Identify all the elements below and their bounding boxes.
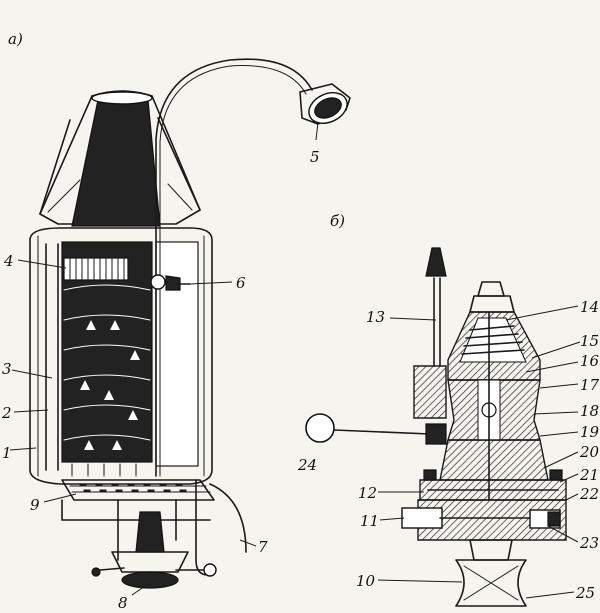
label-23: 23 xyxy=(579,534,599,552)
label-13: 13 xyxy=(366,308,385,326)
labels: а) б) 1 2 3 4 5 6 7 8 9 10 11 12 13 14 1… xyxy=(1,30,600,612)
label-22: 22 xyxy=(579,485,599,503)
label-6: 6 xyxy=(236,274,246,292)
label-17: 17 xyxy=(580,376,600,394)
label-10: 10 xyxy=(356,572,376,590)
label-5: 5 xyxy=(310,148,320,166)
panel-label-a: а) xyxy=(8,30,23,48)
label-9: 9 xyxy=(30,496,40,514)
label-19: 19 xyxy=(580,423,600,441)
label-14: 14 xyxy=(580,298,599,316)
label-18: 18 xyxy=(580,402,599,420)
panel-label-b: б) xyxy=(330,212,345,230)
label-25: 25 xyxy=(575,584,595,602)
label-7: 7 xyxy=(258,538,268,556)
label-24: 24 xyxy=(297,456,317,474)
label-11: 11 xyxy=(360,512,379,530)
label-16: 16 xyxy=(580,352,600,370)
gas-valve xyxy=(91,511,217,589)
heater-drawing xyxy=(29,58,351,589)
label-3: 3 xyxy=(2,360,12,378)
shower-head xyxy=(299,83,351,125)
label-21: 21 xyxy=(579,466,599,484)
label-2: 2 xyxy=(1,404,12,422)
label-8: 8 xyxy=(118,594,128,612)
label-20: 20 xyxy=(579,443,600,461)
label-12: 12 xyxy=(358,484,377,502)
valve-section-drawing xyxy=(305,247,567,607)
label-1: 1 xyxy=(2,444,12,462)
label-4: 4 xyxy=(3,252,14,270)
label-15: 15 xyxy=(580,332,599,350)
leader-lines xyxy=(9,121,581,599)
